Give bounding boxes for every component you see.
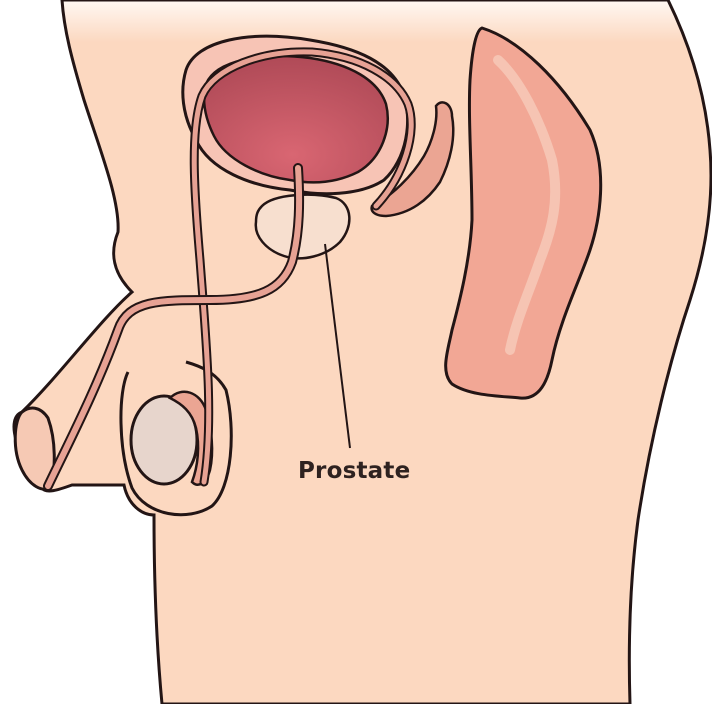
prostate-label: Prostate	[298, 458, 410, 484]
